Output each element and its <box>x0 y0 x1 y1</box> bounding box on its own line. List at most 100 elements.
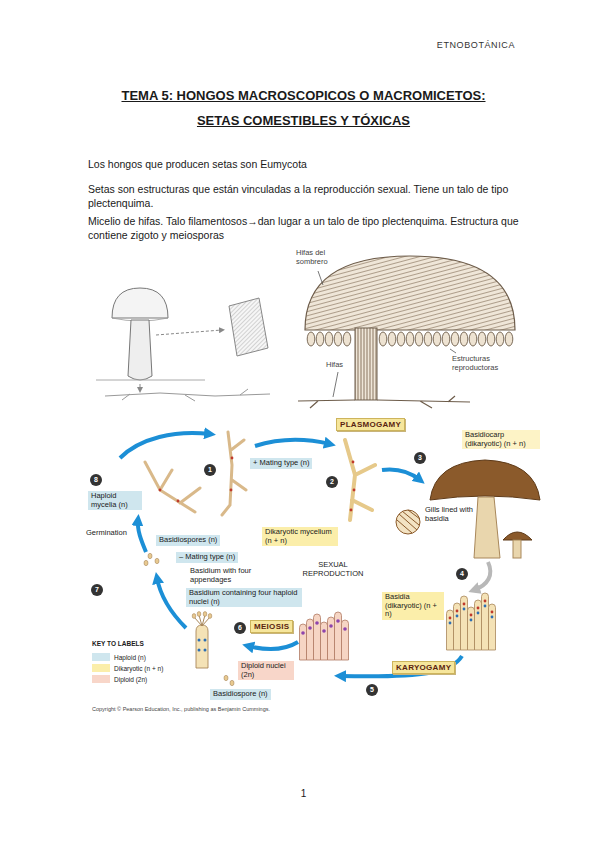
reproductive-bulb <box>460 332 468 346</box>
nucleus-dot <box>301 631 305 635</box>
ground-line <box>96 380 205 381</box>
nucleus-dot <box>484 605 487 608</box>
process-label: KARYOGAMY <box>392 661 455 674</box>
spore <box>208 614 212 619</box>
plus-hyphae <box>222 432 246 515</box>
running-header: ETNOBOTÁNICA <box>400 40 515 51</box>
reproductive-bulb <box>406 332 414 346</box>
cycle-arrow <box>157 578 186 628</box>
diploid-basidium <box>307 619 314 660</box>
node-text: KARYOGAMY <box>396 663 451 672</box>
leader-line <box>450 349 456 353</box>
spore <box>148 553 152 558</box>
stem-outline <box>128 320 152 380</box>
diploid-basidium <box>328 617 335 660</box>
small-mushroom-stem <box>513 540 521 558</box>
gills-inset <box>396 510 420 534</box>
basidium-with-spores <box>192 612 212 668</box>
callout-number: 5 <box>366 684 378 696</box>
stage-label: Diploid nuclei (2n) <box>238 661 294 680</box>
gill-stripes <box>397 510 420 533</box>
hyphae-line <box>105 389 270 401</box>
nucleus-dot <box>159 489 162 492</box>
reproductive-bulb <box>487 332 495 346</box>
nucleus-dot <box>449 617 452 620</box>
mushroom-sketch <box>96 288 270 401</box>
nucleus-dot <box>484 600 487 603</box>
nucleus-dot <box>177 500 180 503</box>
nucleus-dot <box>352 461 355 464</box>
nucleus-dot <box>463 608 466 611</box>
process-label: PLASMOGAMY <box>336 418 405 431</box>
mushroom-cap <box>430 460 540 500</box>
nucleus-dot <box>456 610 459 613</box>
diploid-basidia-cluster <box>300 612 349 660</box>
reproductive-bulb <box>433 332 441 346</box>
diagram-label: Basidium with four appendages <box>190 566 260 584</box>
callout-number: 2 <box>326 476 338 488</box>
hyphae-line <box>298 396 470 408</box>
spore <box>203 612 207 617</box>
legend-text: Haploid (n) <box>114 654 146 661</box>
basidia-cluster <box>447 593 496 650</box>
nucleus-dot <box>315 621 319 625</box>
body-paragraph: Setas son estructuras que están vinculad… <box>88 182 520 210</box>
cap-hyphae <box>305 256 515 330</box>
stage-label: Basidium containing four haploid nuclei … <box>186 588 302 607</box>
node-text: 1 <box>206 464 214 476</box>
nucleus-dot <box>477 607 480 610</box>
reproductive-bulb <box>505 332 513 346</box>
nucleus-dot <box>198 649 201 652</box>
reproductive-structures <box>307 332 513 346</box>
basidium <box>461 596 468 650</box>
nucleus-dot <box>491 616 494 619</box>
process-label: MEIOSIS <box>250 620 293 633</box>
page-number: 1 <box>4 788 599 800</box>
node-text: Basidia (dikaryotic) (n + n) <box>385 593 441 619</box>
basidium <box>447 610 454 650</box>
spore <box>192 614 196 619</box>
spore <box>155 558 159 563</box>
tissue-block <box>229 298 268 356</box>
node-text: 6 <box>236 622 244 634</box>
figure-label: Hifas <box>326 360 343 369</box>
stage-label: Dikaryotic mycelium (n + n) <box>262 527 338 546</box>
page-subtitle: SETAS COMESTIBLES Y TÓXICAS <box>4 113 599 129</box>
nucleus-dot <box>470 614 473 617</box>
node-text: – Mating type (n) <box>179 553 235 562</box>
reproductive-bulb <box>334 332 342 346</box>
reproductive-bulb <box>325 332 333 346</box>
stage-label: Basidiospores (n) <box>156 535 220 546</box>
reproductive-bulb <box>478 332 486 346</box>
cycle-arrow <box>248 642 298 649</box>
reproductive-bulb <box>451 332 459 346</box>
reproductive-bulb <box>496 332 504 346</box>
minus-hyphae <box>145 462 200 512</box>
body-paragraph: Los hongos que producen setas son Eumyco… <box>88 157 520 171</box>
stage-label: Haploid mycelia (n) <box>88 491 142 510</box>
nuclei-dots <box>159 457 356 512</box>
cap-outline <box>112 288 168 318</box>
legend-text: Diploid (2n) <box>114 676 147 683</box>
copyright-note: Copyright © Pearson Education, Inc., pub… <box>92 706 270 713</box>
callout-number: 8 <box>90 474 102 486</box>
legend-title: KEY TO LABELS <box>92 640 144 648</box>
nucleus-dot <box>230 489 233 492</box>
node-text: Basidiospores (n) <box>159 536 217 545</box>
figure-label: Estructuras reproductoras <box>452 354 514 372</box>
mushroom-stem <box>474 497 500 558</box>
nucleus-dot <box>308 626 312 630</box>
life-cycle-illustration <box>120 432 540 686</box>
basidium <box>454 603 461 650</box>
legend-text: Dikaryotic (n + n) <box>114 665 163 672</box>
cycle-arrow <box>474 562 490 590</box>
diploid-basidium <box>321 622 328 660</box>
figure-label: Hifas del sombrero <box>296 248 341 266</box>
reproductive-bulb <box>469 332 477 346</box>
reproductive-bulb <box>424 332 432 346</box>
basidium <box>482 593 489 650</box>
cycle-arrow <box>120 433 210 458</box>
legend-row: Dikaryotic (n + n) <box>92 663 163 673</box>
node-text: 4 <box>458 568 466 580</box>
